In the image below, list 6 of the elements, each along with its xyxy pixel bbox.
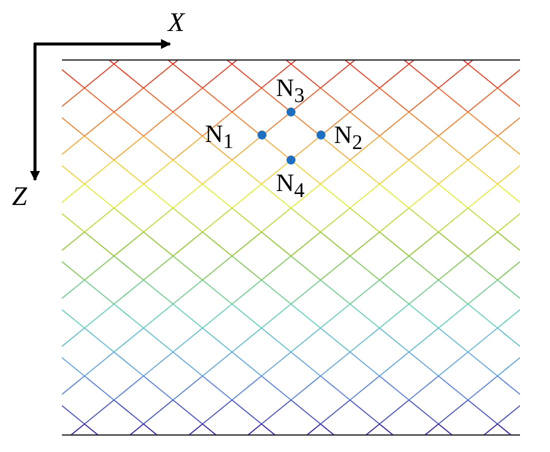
point-label: N$_{2}$ [334,122,362,156]
axis-label: X [168,8,184,36]
point-label: N$_{4}$ [276,170,304,204]
point-label: N$_{3}$ [276,75,304,109]
axis-label: Z [12,182,28,210]
point-label: N$_{1}$ [205,121,234,155]
